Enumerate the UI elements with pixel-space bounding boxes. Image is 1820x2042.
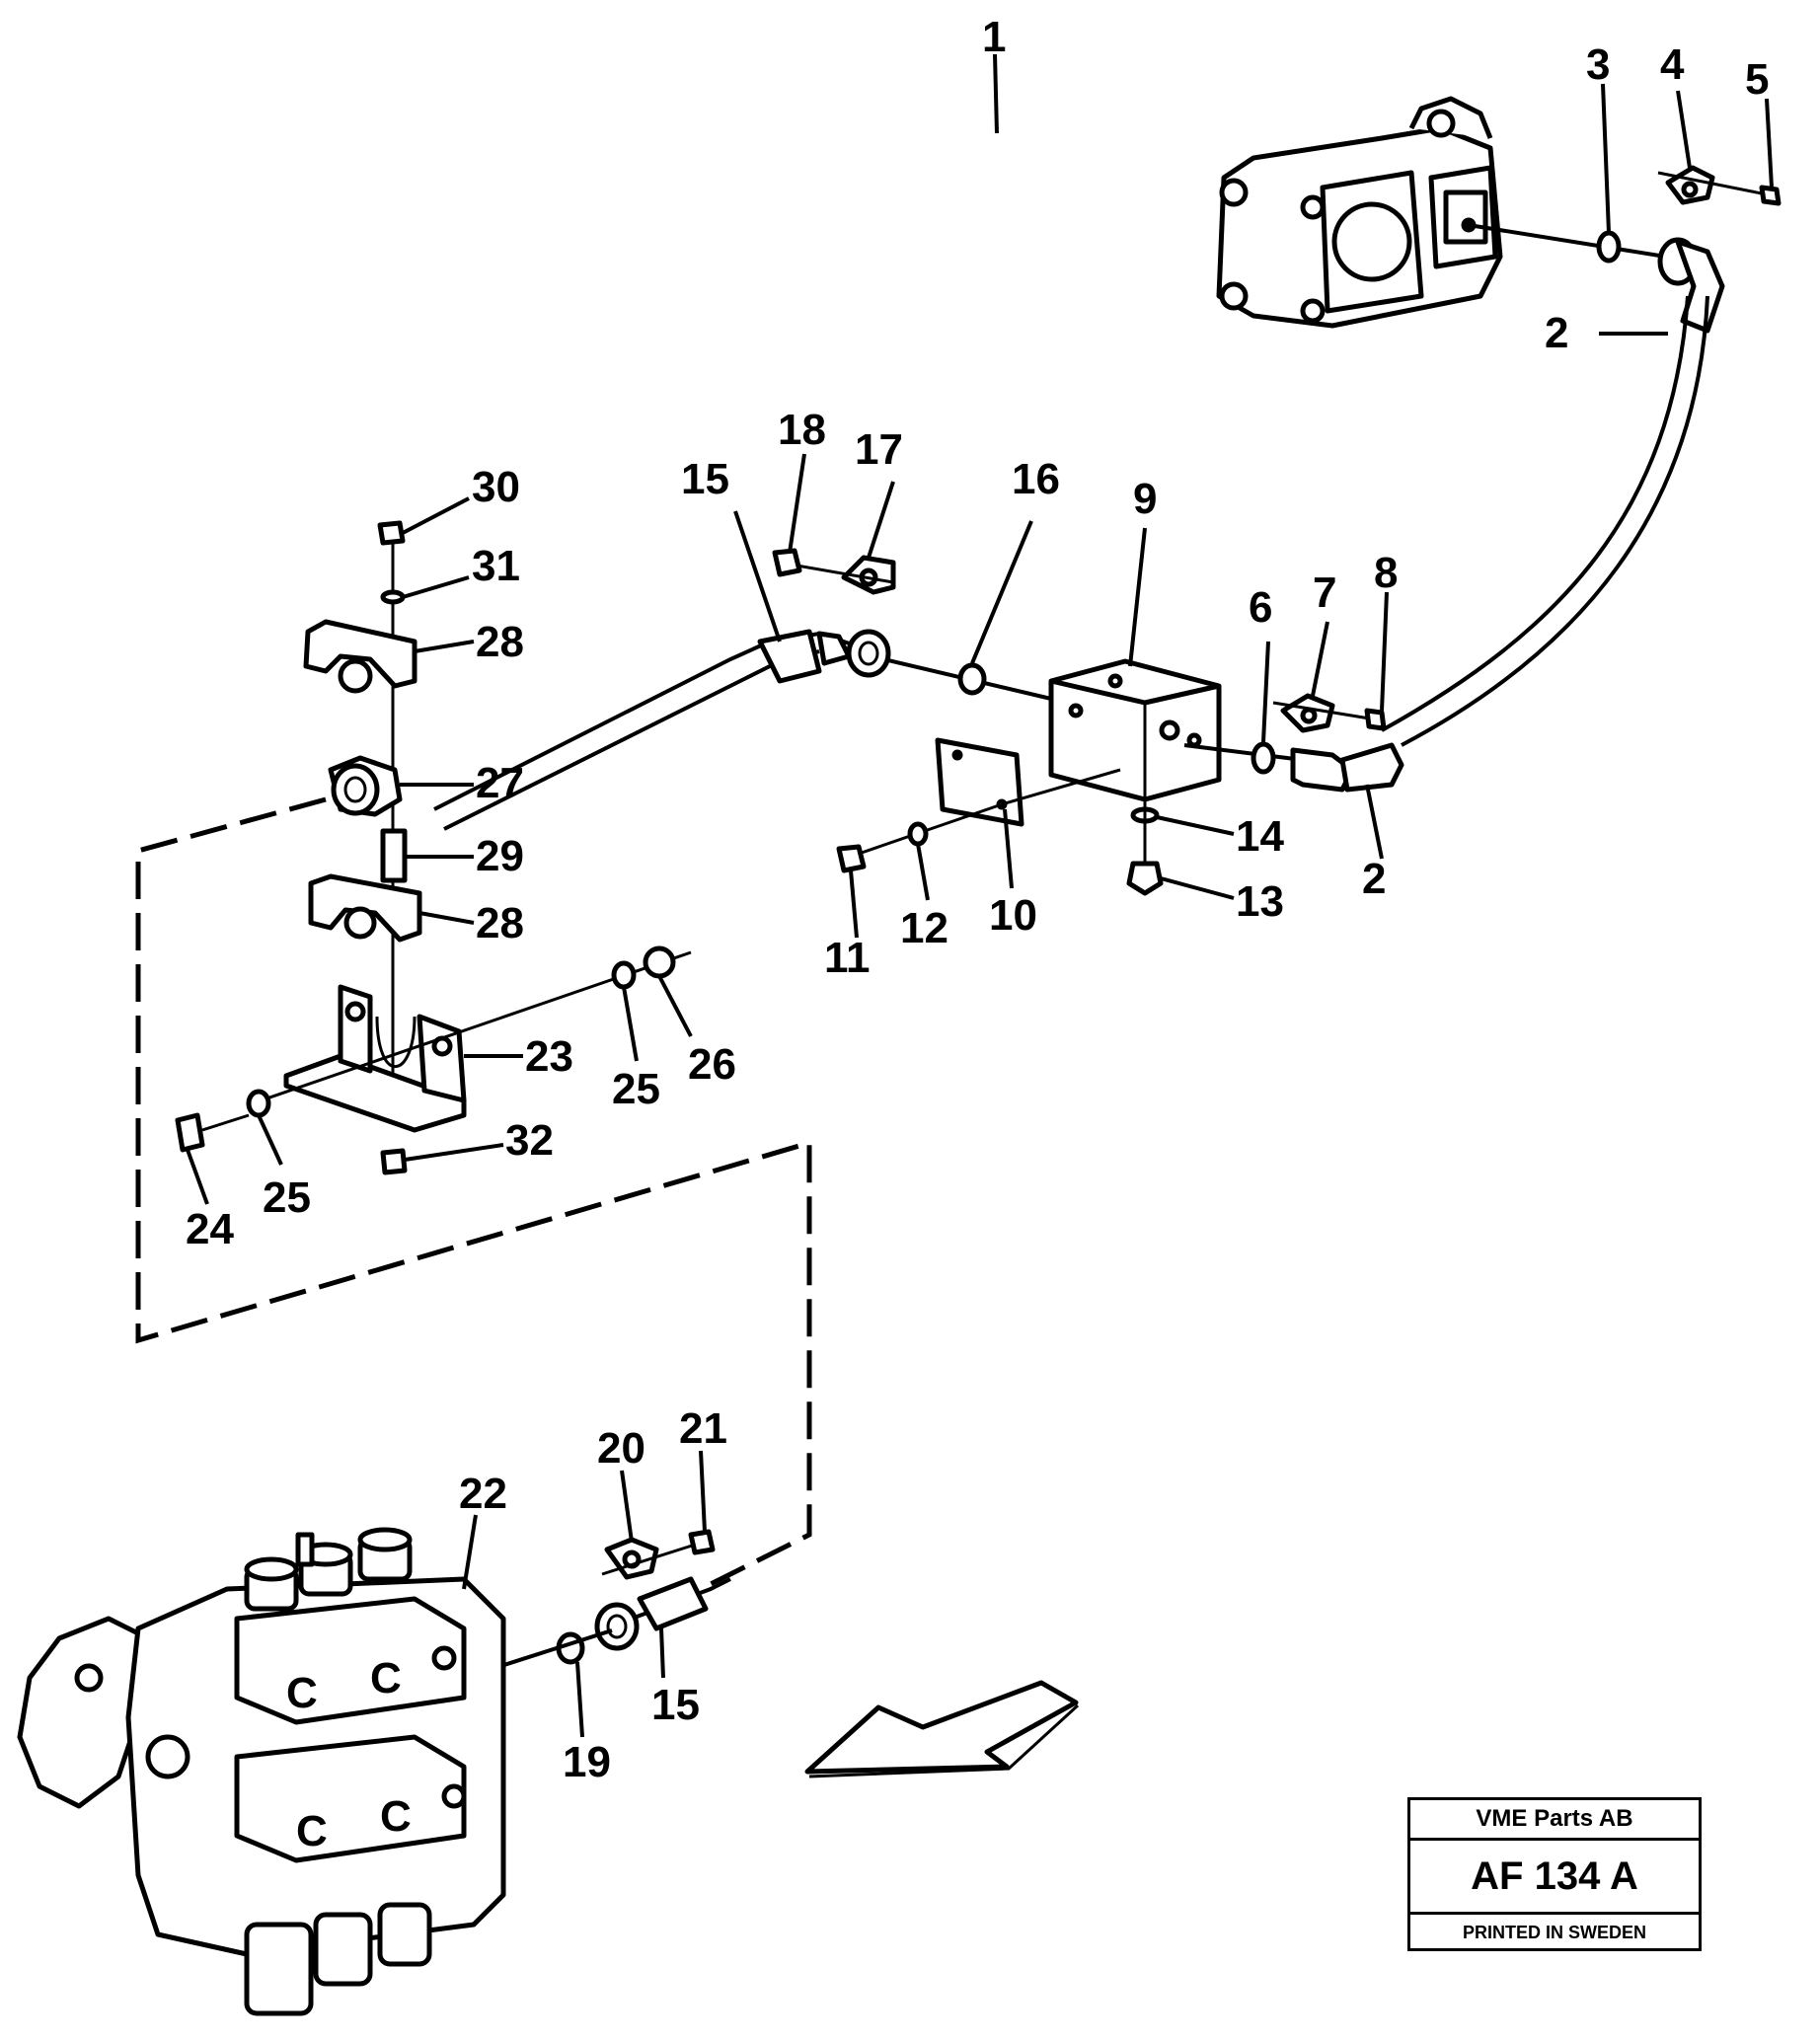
plug-part-13 xyxy=(1126,861,1164,896)
direction-arrow xyxy=(804,1680,1079,1775)
callout-2: 2 xyxy=(1545,309,1568,357)
callout-7: 7 xyxy=(1313,568,1336,617)
hose-sleeve-part-15-lower xyxy=(637,1576,709,1631)
callout-16: 16 xyxy=(1012,455,1060,503)
callout-3: 3 xyxy=(1586,40,1610,89)
valve-letter-c: C xyxy=(370,1654,402,1702)
screw-part-8 xyxy=(1364,708,1387,731)
callout-25: 25 xyxy=(263,1173,311,1222)
hose-sleeve-part-15-upper xyxy=(757,629,822,684)
screw-part-32 xyxy=(380,1148,408,1175)
callout-5: 5 xyxy=(1745,55,1769,104)
valve-letter-c: C xyxy=(286,1669,318,1717)
callout-29: 29 xyxy=(476,832,524,880)
callout-26: 26 xyxy=(688,1040,736,1089)
valve-block-part-9 xyxy=(1048,658,1222,802)
valve-letter-c: C xyxy=(296,1807,328,1855)
callout-14: 14 xyxy=(1236,812,1284,861)
callout-9: 9 xyxy=(1133,475,1157,523)
callout-28: 28 xyxy=(476,618,524,666)
o-ring-part-16 xyxy=(957,662,987,696)
callout-30: 30 xyxy=(472,463,520,511)
callout-8: 8 xyxy=(1374,549,1398,597)
callout-21: 21 xyxy=(679,1404,727,1453)
callout-6: 6 xyxy=(1249,583,1272,632)
printed-note: PRINTED IN SWEDEN xyxy=(1462,1923,1646,1942)
screw-part-21 xyxy=(688,1529,716,1555)
callout-18: 18 xyxy=(778,406,826,454)
screw-part-5 xyxy=(1759,185,1782,206)
callout-23: 23 xyxy=(525,1032,573,1081)
control-valve-part-22: C C C C xyxy=(17,1527,506,2016)
elbow-fitting-lower xyxy=(1290,747,1355,793)
company-name: VME Parts AB xyxy=(1410,1800,1699,1841)
screw-part-30 xyxy=(377,520,406,546)
callout-15: 15 xyxy=(681,455,729,503)
clamp-half-part-28-lower xyxy=(308,873,422,943)
clamp-part-4 xyxy=(1665,165,1715,205)
washer-part-31 xyxy=(380,589,406,605)
clamp-part-17 xyxy=(841,555,896,595)
o-ring-part-3 xyxy=(1596,230,1622,264)
washer-part-12 xyxy=(907,821,929,847)
callout-24: 24 xyxy=(186,1205,234,1253)
callout-32: 32 xyxy=(505,1116,554,1165)
callout-27: 27 xyxy=(476,759,524,807)
callout-19: 19 xyxy=(563,1738,611,1786)
screw-part-18 xyxy=(772,548,802,577)
callout-13: 13 xyxy=(1236,877,1284,926)
nut-part-27 xyxy=(328,755,403,817)
callout-31: 31 xyxy=(472,542,520,590)
callout-1: 1 xyxy=(982,13,1006,61)
callout-25: 25 xyxy=(612,1065,660,1113)
clamp-half-part-28-upper xyxy=(303,619,417,694)
drawing-number: AF 134 A xyxy=(1410,1841,1699,1915)
nut-part-26 xyxy=(643,945,676,979)
clamp-part-7 xyxy=(1280,693,1335,733)
callout-28: 28 xyxy=(476,899,524,947)
washer-part-25-left xyxy=(246,1089,271,1118)
washer-part-25-right xyxy=(611,960,637,990)
callout-2: 2 xyxy=(1362,855,1386,903)
callout-11: 11 xyxy=(824,934,871,982)
callout-20: 20 xyxy=(597,1424,645,1473)
callout-17: 17 xyxy=(855,425,903,474)
callout-12: 12 xyxy=(900,904,948,952)
screw-part-11 xyxy=(836,844,867,873)
flange-fitting-lower xyxy=(594,1602,640,1651)
title-block: VME Parts AB AF 134 A PRINTED IN SWEDEN xyxy=(1407,1797,1702,1951)
callout-22: 22 xyxy=(459,1470,507,1518)
pump-part-1 xyxy=(1216,96,1503,329)
bracket-part-23 xyxy=(283,984,467,1133)
callout-15: 15 xyxy=(651,1681,700,1729)
flange-fitting-upper xyxy=(846,629,891,678)
bolt-part-24 xyxy=(175,1112,205,1153)
callout-4: 4 xyxy=(1660,40,1685,89)
callout-10: 10 xyxy=(989,891,1037,940)
valve-letter-c: C xyxy=(380,1792,412,1841)
o-ring-part-6 xyxy=(1251,741,1276,775)
spacer-part-29 xyxy=(380,828,408,883)
